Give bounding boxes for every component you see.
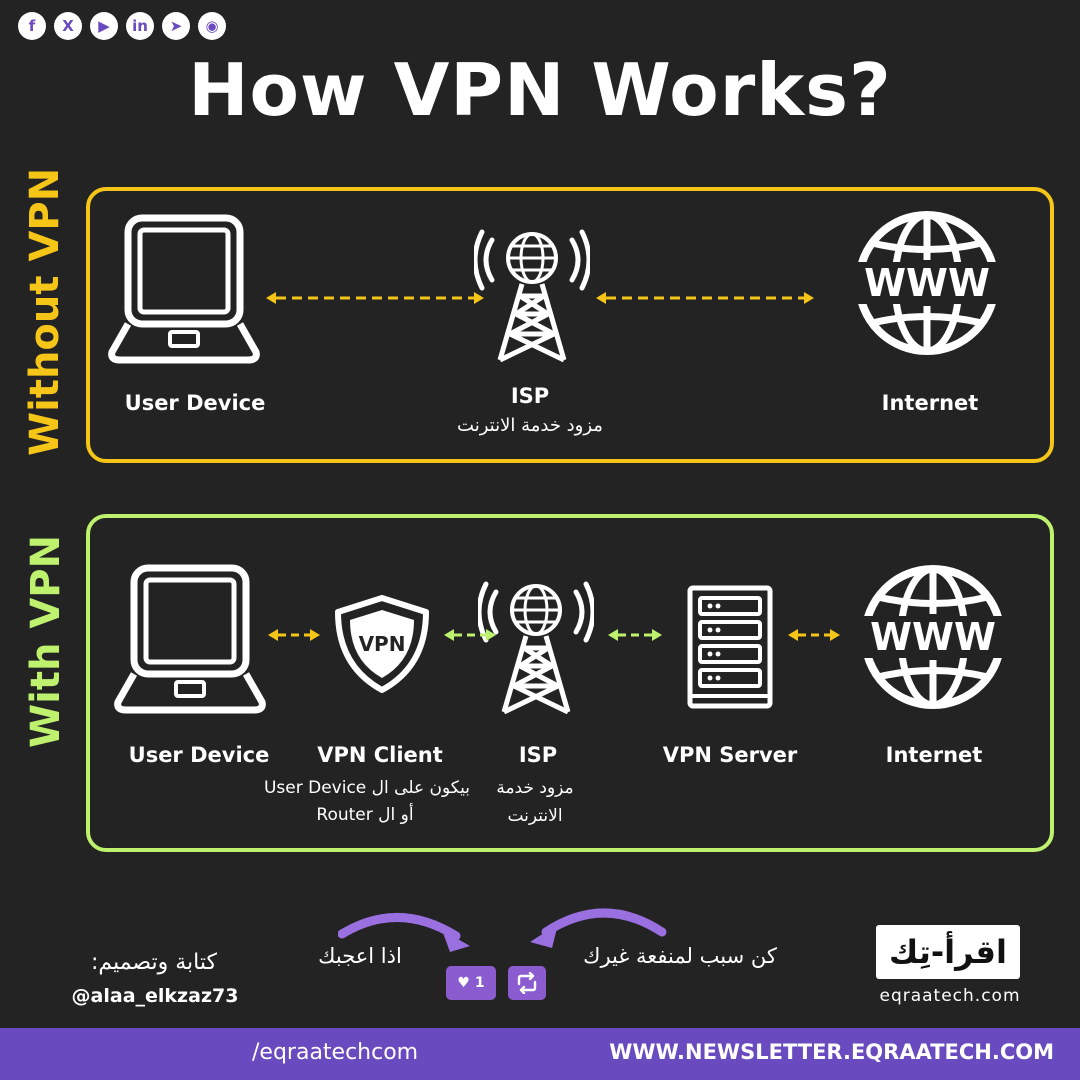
node-sub-vpn-client-line1: بيكون على ال User Device <box>263 778 471 798</box>
laptop-icon <box>108 214 260 364</box>
curved-arrow-icon <box>338 913 470 952</box>
node-sub-vpn-client-line2: أو ال Router <box>316 805 414 825</box>
node-label-isp: ISP <box>510 384 550 408</box>
page-title: How VPN Works? <box>188 48 892 132</box>
github-icon[interactable]: ◉ <box>198 12 226 40</box>
cta-share-text: كن سبب لمنفعة غيرك <box>583 944 777 968</box>
node-label-vpn-server: VPN Server <box>662 743 798 767</box>
newsletter-link[interactable]: WWW.NEWSLETTER.EQRAATECH.COM <box>609 1040 1054 1064</box>
cell-tower-icon <box>478 581 594 714</box>
heart-icon: ♥ <box>457 975 470 991</box>
connection-arrow <box>444 629 496 641</box>
vpn-shield-text: VPN <box>359 632 406 656</box>
www-globe-icon: WWW <box>852 211 1002 355</box>
cta-like-text: اذا اعجبك <box>318 944 402 968</box>
node-sub-isp-line2: الانترنت <box>507 806 563 826</box>
connection-arrow <box>266 292 484 304</box>
node-label-internet: Internet <box>885 743 983 767</box>
node-label-user-device: User Device <box>124 391 266 415</box>
www-globe-icon: WWW <box>858 565 1008 709</box>
social-handle[interactable]: /eqraatechcom <box>252 1040 419 1065</box>
brand-domain[interactable]: eqraatech.com <box>879 986 1021 1006</box>
without-vpn-panel <box>86 187 1054 463</box>
connection-arrow <box>608 629 662 641</box>
author-handle[interactable]: @alaa_elkzaz73 <box>71 985 239 1007</box>
connection-arrow <box>268 629 320 641</box>
svg-text:WWW: WWW <box>864 261 990 305</box>
connection-arrow <box>596 292 814 304</box>
node-sub-isp-line1: مزود خدمة <box>496 778 574 798</box>
without-vpn-label: Without VPN <box>22 167 68 456</box>
server-rack-icon <box>687 585 773 709</box>
connection-arrow <box>788 629 840 641</box>
like-count: 1 <box>474 975 485 991</box>
node-sub-isp: مزود خدمة الانترنت <box>457 415 603 436</box>
repost-icon <box>517 972 537 994</box>
with-vpn-panel <box>86 514 1054 852</box>
telegram-icon[interactable]: ➤ <box>162 12 190 40</box>
brand-logo: اقرأ-تِك <box>876 925 1020 979</box>
vpn-shield-icon: VPN <box>335 595 429 693</box>
cell-tower-icon <box>474 229 590 362</box>
like-button[interactable]: ♥ 1 <box>446 966 496 1000</box>
node-label-user-device: User Device <box>128 743 270 767</box>
node-label-internet: Internet <box>881 391 979 415</box>
curved-arrow-icon <box>530 908 667 948</box>
author-credit-label: كتابة وتصميم: <box>91 950 217 975</box>
youtube-icon[interactable]: ▶ <box>90 12 118 40</box>
repost-button[interactable] <box>508 966 546 1000</box>
node-label-isp: ISP <box>518 743 558 767</box>
footer-bar <box>0 1028 1080 1080</box>
linkedin-icon[interactable]: in <box>126 12 154 40</box>
with-vpn-label: With VPN <box>23 534 69 748</box>
node-label-vpn-client: VPN Client <box>317 743 443 767</box>
facebook-icon[interactable]: f <box>18 12 46 40</box>
social-links: f X ▶ in ➤ ◉ <box>18 12 226 40</box>
laptop-icon <box>114 564 266 714</box>
svg-text:WWW: WWW <box>870 615 996 659</box>
x-icon[interactable]: X <box>54 12 82 40</box>
